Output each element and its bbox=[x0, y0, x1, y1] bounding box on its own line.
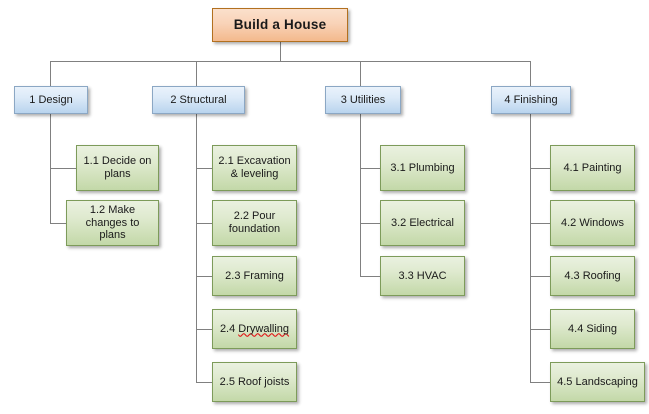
connector-stub-3-1 bbox=[360, 168, 380, 169]
connector-stub-4-4 bbox=[530, 329, 550, 330]
node-2-5-label: 2.5 Roof joists bbox=[219, 375, 290, 388]
connector-spine-finishing bbox=[530, 114, 531, 382]
node-4-3-roofing[interactable]: 4.3 Roofing bbox=[550, 256, 635, 296]
node-4-finishing[interactable]: 4 Finishing bbox=[491, 86, 571, 114]
node-2-5-roof-joists[interactable]: 2.5 Roof joists bbox=[212, 362, 297, 402]
node-4-5-landscaping[interactable]: 4.5 Landscaping bbox=[550, 362, 645, 402]
node-4-4-siding[interactable]: 4.4 Siding bbox=[550, 309, 635, 349]
node-1-2-label: 1.2 Make changes to plans bbox=[85, 203, 140, 242]
node-2-3-framing[interactable]: 2.3 Framing bbox=[212, 256, 297, 296]
node-4-5-label: 4.5 Landscaping bbox=[557, 375, 638, 388]
connector-stub-2-3 bbox=[196, 276, 212, 277]
connector-root-bus bbox=[50, 61, 530, 62]
connector-spine-utilities bbox=[360, 114, 361, 276]
node-3-utilities-label: 3 Utilities bbox=[340, 93, 386, 106]
node-1-design[interactable]: 1 Design bbox=[14, 86, 88, 114]
node-4-4-label: 4.4 Siding bbox=[568, 322, 617, 335]
connector-root-drop bbox=[280, 42, 281, 61]
node-2-3-label: 2.3 Framing bbox=[225, 269, 284, 282]
node-root-build-a-house[interactable]: Build a House bbox=[212, 8, 348, 42]
node-4-2-windows[interactable]: 4.2 Windows bbox=[550, 200, 635, 246]
node-4-finishing-label: 4 Finishing bbox=[504, 93, 558, 106]
connector-drop-design bbox=[50, 61, 51, 86]
connector-stub-4-5 bbox=[530, 382, 550, 383]
node-2-structural[interactable]: 2 Structural bbox=[152, 86, 245, 114]
node-2-1-label: 2.1 Excavation & leveling bbox=[218, 155, 291, 180]
node-3-2-label: 3.2 Electrical bbox=[391, 216, 454, 229]
connector-stub-1-2 bbox=[50, 223, 76, 224]
node-3-1-label: 3.1 Plumbing bbox=[390, 161, 455, 174]
node-3-2-electrical[interactable]: 3.2 Electrical bbox=[380, 200, 465, 246]
node-4-1-painting[interactable]: 4.1 Painting bbox=[550, 145, 635, 191]
node-4-2-label: 4.2 Windows bbox=[561, 216, 624, 229]
node-3-3-label: 3.3 HVAC bbox=[398, 269, 447, 282]
connector-drop-finishing bbox=[530, 61, 531, 86]
connector-stub-2-5 bbox=[196, 382, 212, 383]
connector-spine-structural bbox=[196, 114, 197, 382]
connector-stub-2-2 bbox=[196, 223, 212, 224]
connector-stub-1-1 bbox=[50, 168, 76, 169]
node-3-utilities[interactable]: 3 Utilities bbox=[325, 86, 401, 114]
node-4-3-label: 4.3 Roofing bbox=[564, 269, 621, 282]
node-2-4-prefix: 2.4 bbox=[219, 322, 239, 335]
node-4-1-label: 4.1 Painting bbox=[563, 161, 622, 174]
connector-stub-4-1 bbox=[530, 168, 550, 169]
node-2-4-drywalling[interactable]: 2.4 Drywalling bbox=[212, 309, 297, 349]
connector-stub-4-3 bbox=[530, 276, 550, 277]
connector-drop-structural bbox=[196, 61, 197, 86]
node-2-4-misspelled-word: Drywalling bbox=[238, 322, 290, 335]
node-root-label: Build a House bbox=[233, 17, 327, 33]
connector-stub-3-3 bbox=[360, 276, 380, 277]
node-3-3-hvac[interactable]: 3.3 HVAC bbox=[380, 256, 465, 296]
node-1-design-label: 1 Design bbox=[29, 93, 73, 106]
connector-stub-2-1 bbox=[196, 168, 212, 169]
node-1-2-make-changes-to-plans[interactable]: 1.2 Make changes to plans bbox=[66, 200, 159, 246]
node-2-structural-label: 2 Structural bbox=[170, 93, 227, 106]
connector-stub-4-2 bbox=[530, 223, 550, 224]
connector-stub-2-4 bbox=[196, 329, 212, 330]
node-1-1-decide-on-plans[interactable]: 1.1 Decide on plans bbox=[76, 145, 159, 191]
connector-drop-utilities bbox=[360, 61, 361, 86]
connector-stub-3-2 bbox=[360, 223, 380, 224]
node-2-4-label: 2.4 Drywalling bbox=[220, 323, 289, 336]
node-2-1-excavation-leveling[interactable]: 2.1 Excavation & leveling bbox=[212, 145, 297, 191]
node-1-1-label: 1.1 Decide on plans bbox=[83, 155, 152, 180]
node-3-1-plumbing[interactable]: 3.1 Plumbing bbox=[380, 145, 465, 191]
node-2-2-pour-foundation[interactable]: 2.2 Pour foundation bbox=[212, 200, 297, 246]
node-2-2-label: 2.2 Pour foundation bbox=[228, 210, 281, 235]
